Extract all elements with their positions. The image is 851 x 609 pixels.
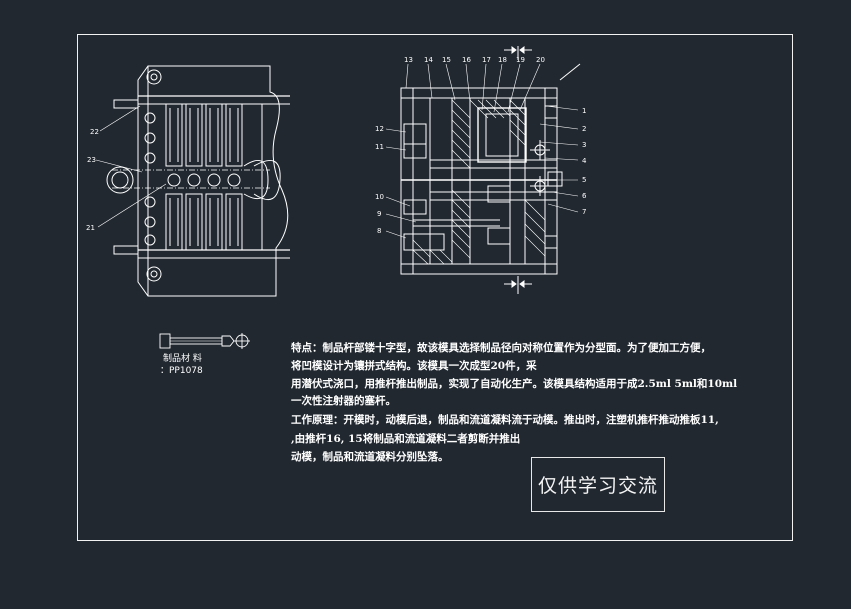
product-sketch <box>159 333 250 349</box>
part-label-left: 10 <box>375 193 384 201</box>
part-label-top: 14 <box>424 56 433 64</box>
part-label-right: 3 <box>582 141 586 149</box>
part-label-left: 8 <box>377 227 381 235</box>
part-label-top: 20 <box>536 56 545 64</box>
note-line: 用潜伏式浇口，用推杆推出制品，实现了自动化生产。该模具结构适用于成2.5ml 5… <box>291 378 738 390</box>
part-label-plan: 22 <box>90 128 99 136</box>
material-label: 制品材 料 <box>163 354 202 364</box>
plan-view <box>106 65 290 297</box>
note-line: 特点：制品杆部镂十字型，故该模具选择制品径向对称位置作为分型面。为了便加工方便， <box>291 342 711 354</box>
material-value: ：PP1078 <box>160 366 203 376</box>
part-label-top: 18 <box>498 56 507 64</box>
part-label-top: 15 <box>442 56 451 64</box>
watermark-stamp: 仅供学习交流 <box>531 457 665 512</box>
note-line: 一次性注射器的塞杆。 <box>291 395 396 407</box>
part-label-right: 7 <box>582 208 586 216</box>
part-number-labels: 13 14 15 16 17 18 19 20 12 11 10 9 8 1 2… <box>86 56 587 235</box>
part-label-top: 13 <box>404 56 413 64</box>
section-view <box>400 46 581 294</box>
leader-lines <box>95 63 579 239</box>
drawing-border <box>77 34 793 541</box>
part-label-right: 5 <box>582 176 586 184</box>
part-label-top: 19 <box>516 56 525 64</box>
note-line: ,由推杆16, 15将制品和流道凝料二者剪断并推出 <box>291 433 521 445</box>
part-label-right: 1 <box>582 107 586 115</box>
note-line: 工作原理：开模时，动模后退，制品和流道凝料流于动模。推出时，注塑机推杆推动推板1… <box>291 414 719 426</box>
part-label-right: 6 <box>582 192 587 200</box>
part-label-top: 17 <box>482 56 491 64</box>
part-label-plan: 21 <box>86 224 95 232</box>
part-label-left: 9 <box>377 210 381 218</box>
part-label-right: 4 <box>582 157 587 165</box>
part-label-left: 12 <box>375 125 384 133</box>
part-label-left: 11 <box>375 143 384 151</box>
part-label-plan: 23 <box>87 156 96 164</box>
note-line: 将凹模设计为镶拼式结构。该模具一次成型20件，采 <box>291 360 537 372</box>
part-label-right: 2 <box>582 125 586 133</box>
note-line: 动模，制品和流道凝料分别坠落。 <box>291 451 449 463</box>
part-label-top: 16 <box>462 56 471 64</box>
